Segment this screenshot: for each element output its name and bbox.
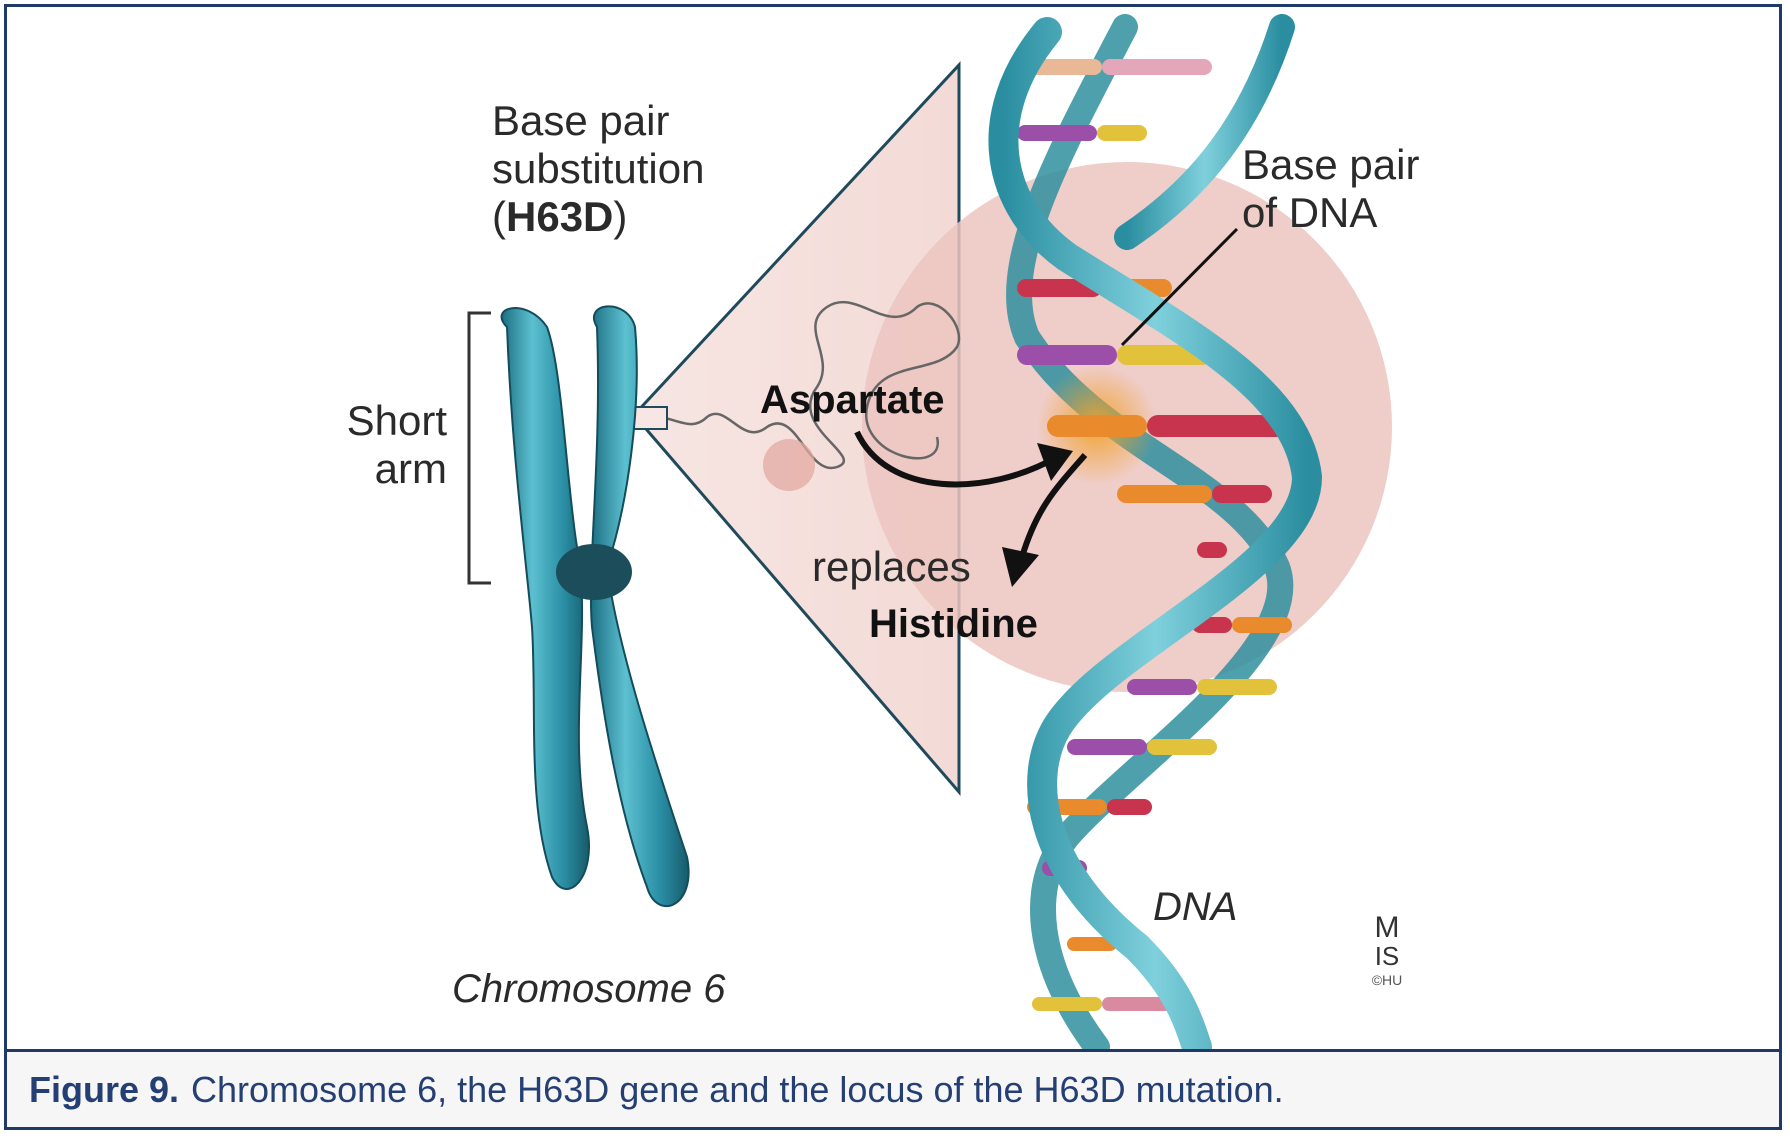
label-mutation-wrap: (H63D): [492, 193, 627, 240]
chromosome-6: [500, 305, 690, 907]
dna-strand-front: [988, 17, 1323, 1062]
label-dna: DNA: [1153, 885, 1237, 929]
label-substitution-line2: substitution: [492, 145, 704, 192]
caption-text: Chromosome 6, the H63D gene and the locu…: [191, 1068, 1284, 1110]
substitution-arrow-out: [1019, 453, 1088, 558]
label-short-arm-line1: Short: [347, 397, 448, 444]
label-replaces: replaces: [812, 543, 971, 590]
label-substitution-line1: Base pair: [492, 97, 669, 144]
svg-text:IS: IS: [1375, 941, 1400, 971]
label-aspartate: Aspartate: [760, 378, 945, 422]
label-base-pair-line1: Base pair: [1242, 141, 1419, 188]
label-histidine: Histidine: [869, 602, 1038, 646]
label-short-arm-line2: arm: [375, 445, 447, 492]
svg-text:M: M: [1375, 911, 1400, 944]
figure-illustration: Base pair substitution (H63D) Short arm …: [7, 7, 1779, 1062]
short-arm-bracket: [467, 311, 491, 585]
label-base-pair-line2: of DNA: [1242, 189, 1377, 236]
caption-lead: Figure 9.: [29, 1068, 180, 1110]
label-chromosome: Chromosome 6: [452, 967, 726, 1011]
figure-frame: Base pair substitution (H63D) Short arm …: [4, 4, 1782, 1130]
substitution-arrow-in: [854, 430, 1059, 488]
base-pair-pointer: [1120, 227, 1239, 347]
svg-text:©HU: ©HU: [1372, 972, 1403, 988]
gene-strand: [636, 300, 961, 470]
artist-signature: M IS ©HU: [1372, 911, 1403, 988]
label-mutation: H63D: [506, 193, 613, 240]
figure-caption: Figure 9. Chromosome 6, the H63D gene an…: [7, 1049, 1779, 1127]
